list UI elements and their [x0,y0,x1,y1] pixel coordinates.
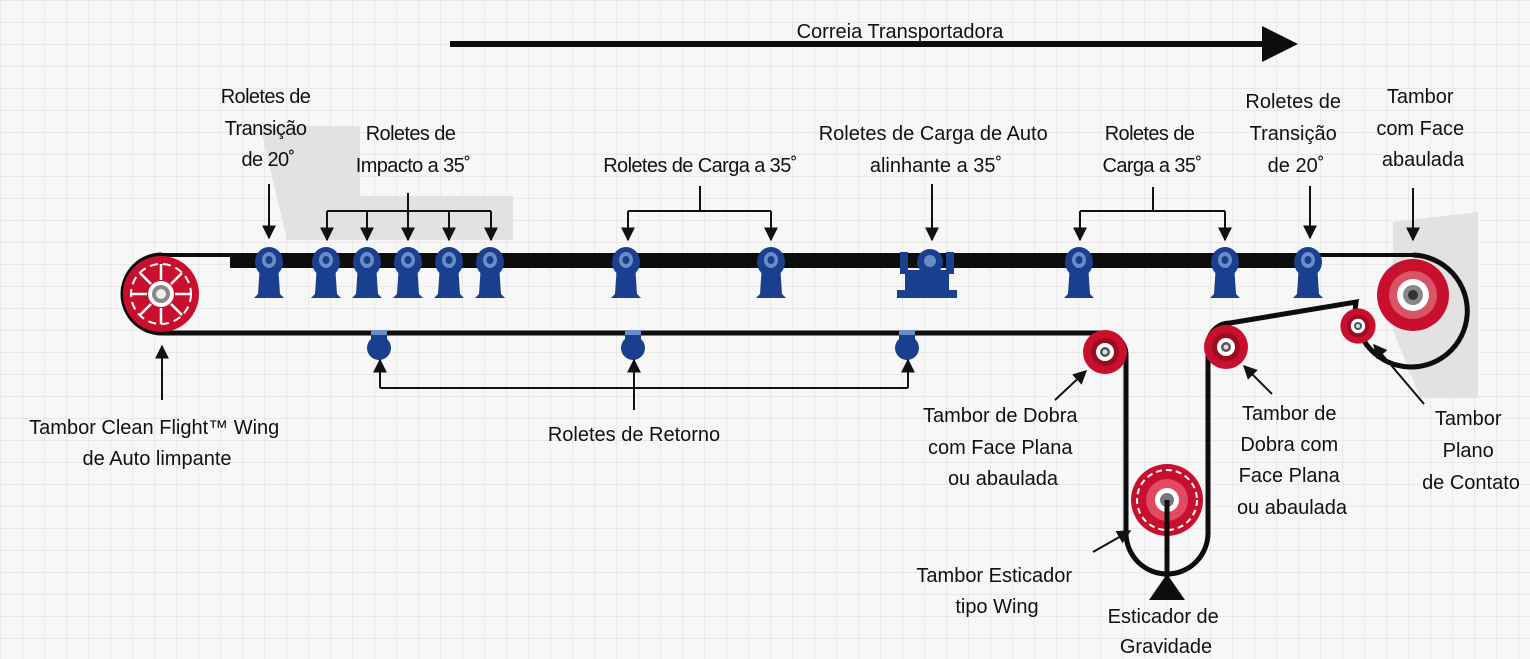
label-take-up-wing: Tambor Esticador tipo Wing [916,565,1077,618]
impact-idler [352,247,382,298]
carry-idler [1210,247,1240,298]
label-carry-center: Roletes de Carga a 35˚ [603,155,797,177]
pointer-snub [1373,343,1425,405]
label-crowned-head: Tambor com Face abaulada [1376,86,1469,171]
impact-idler [434,247,464,298]
head-pulley [1377,259,1449,331]
label-transition-right: Roletes de Transição de 20˚ [1245,91,1346,177]
label-gravity-take-up: Esticador de Gravidade [1108,606,1225,658]
label-self-align: Roletes de Carga de Auto alinhante a 35˚ [819,123,1054,177]
transition-idler-right [1293,247,1323,298]
carry-idler [1064,247,1094,298]
diagram-title: Correia Transportadora [797,21,1005,43]
bend-pulley-right [1204,325,1248,369]
self-aligning-idler [897,249,957,298]
impact-idler [311,247,341,298]
carry-idler [756,247,786,298]
label-return-idlers: Roletes de Retorno [548,424,720,446]
carry-idler [611,247,641,298]
snub-pulley [1340,308,1376,344]
pointer-take-up [1092,530,1132,553]
bend-pulley-left [1083,330,1127,374]
label-wing-pulley: Tambor Clean Flight™ Wing de Auto limpan… [29,417,285,470]
gravity-weight [1149,574,1185,600]
wing-pulley [123,256,199,332]
label-bend-right: Tambor de Dobra com Face Plana ou abaula… [1237,403,1348,519]
impact-idler [393,247,423,298]
label-carry-right: Roletes de Carga a 35˚ [1102,123,1201,177]
label-snub: Tambor Plano de Contato [1422,408,1520,494]
direction-arrowhead [1262,26,1298,62]
label-impact: Roletes de Impacto a 35˚ [356,123,471,177]
transition-idler-left [254,247,284,298]
pointer-bend-left [1054,370,1088,401]
impact-idler [475,247,505,298]
label-transition-left: Roletes de Transição de 20˚ [221,86,316,171]
label-bend-left: Tambor de Dobra com Face Plana ou abaula… [923,405,1083,490]
pointer-bend-right [1243,365,1273,395]
